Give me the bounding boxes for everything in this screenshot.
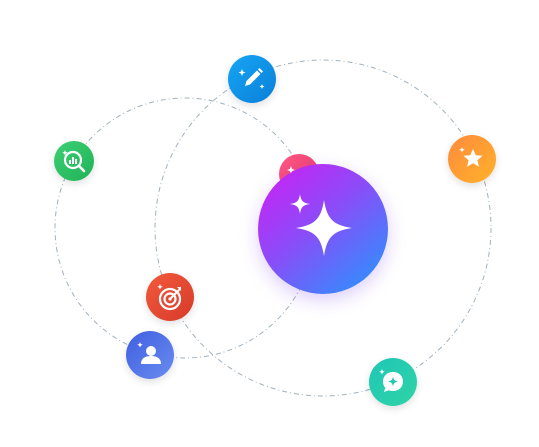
- chat-node: [369, 358, 417, 406]
- favorites-node: [448, 135, 496, 183]
- goals-node: [146, 273, 194, 321]
- pencil-node: [228, 55, 276, 103]
- target-arrow-icon: [157, 284, 182, 311]
- orbit-ring-right: [154, 59, 492, 397]
- star-sparkle-icon: [459, 147, 483, 167]
- sparkle-icon: [290, 194, 352, 256]
- sparkle-icon: [287, 166, 295, 174]
- pencil-sparkle-icon: [238, 68, 265, 89]
- magnifier-chart-icon: [62, 150, 86, 173]
- ai-sparkle-hub: [258, 164, 388, 294]
- chat-sparkle-icon: [379, 369, 403, 392]
- user-sparkle-icon: [137, 342, 161, 364]
- user-node: [126, 331, 174, 379]
- analytics-node: [54, 141, 94, 181]
